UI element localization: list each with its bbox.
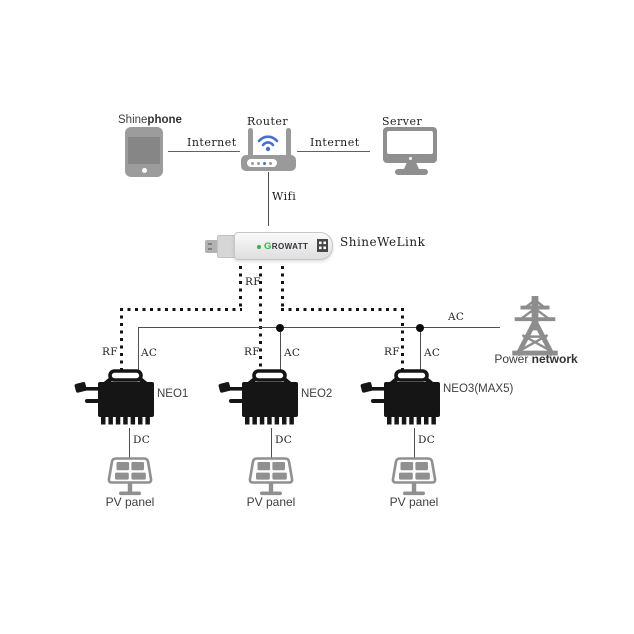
ac-link-line: [138, 327, 140, 371]
rf-link-line: [281, 266, 284, 309]
internet-label-left: Internet: [187, 136, 237, 149]
dc-label-neo3: DC: [418, 434, 436, 446]
dc-link-line: [129, 428, 131, 458]
rf-link-line: [281, 308, 404, 311]
phone-label: Shinephone: [118, 114, 182, 126]
usb-connector-icon: [205, 240, 219, 253]
ac-bus-line: [138, 327, 500, 329]
rf-link-line: [120, 308, 123, 371]
rf-label-neo2: RF: [244, 346, 260, 358]
server-monitor-icon: [383, 127, 437, 163]
qr-code-icon: [317, 239, 328, 252]
dc-link-line: [271, 428, 273, 458]
power-tower-icon: [512, 296, 558, 356]
ac-junction-dot: [416, 323, 424, 332]
pv-panel-icon: [248, 457, 294, 496]
pv-panel-icon: [391, 457, 437, 496]
ac-label-neo1: AC: [141, 347, 158, 359]
rf-link-line: [401, 308, 404, 371]
power-network-label: Power network: [494, 352, 578, 366]
smartphone-icon: [125, 127, 163, 177]
router-antenna-right-icon: [286, 128, 291, 157]
server-label: Server: [382, 115, 423, 128]
ac-junction-dot: [276, 323, 284, 332]
phone-screen: [128, 137, 160, 164]
ac-label-neo3: AC: [424, 347, 441, 359]
server-stand-base: [395, 169, 428, 175]
microinverter-neo3-icon: [360, 369, 440, 425]
rf-label-neo1: RF: [102, 346, 118, 358]
ac-label-neo2: AC: [284, 347, 301, 359]
pv-panel-label: PV panel: [105, 495, 155, 509]
shinewelink-label: ShineWeLink: [340, 235, 426, 249]
dc-label-neo1: DC: [133, 434, 151, 446]
pv-panel-label: PV panel: [389, 495, 439, 509]
rf-link-line: [259, 266, 262, 371]
pv-panel-label: PV panel: [246, 495, 296, 509]
growatt-logo: GROWATT: [264, 241, 309, 252]
internet-label-right: Internet: [310, 136, 360, 149]
internet-link-line-right: [297, 151, 370, 153]
pv-panel-icon: [107, 457, 153, 496]
microinverter-neo1-icon: [74, 369, 154, 425]
server-screen: [387, 131, 433, 154]
rf-link-line: [239, 266, 242, 311]
microinverter-neo2-icon: [218, 369, 298, 425]
dc-label-neo2: DC: [275, 434, 293, 446]
ac-trunk-label: AC: [448, 311, 465, 323]
shinewelink-datalogger-icon: GROWATT: [234, 232, 333, 260]
inverter-label-neo1: NEO1: [157, 388, 189, 400]
dc-link-line: [414, 428, 416, 458]
inverter-label-neo2: NEO2: [301, 388, 333, 400]
ac-link-line: [280, 327, 282, 371]
router-label: Router: [247, 115, 289, 128]
wifi-signal-icon: [257, 135, 279, 152]
router-antenna-left-icon: [248, 128, 253, 157]
server-stand-neck: [404, 163, 419, 169]
router-icon: [241, 155, 296, 171]
inverter-label-neo3: NEO3(MAX5): [443, 383, 514, 395]
wifi-label: Wifi: [272, 190, 297, 203]
rf-label-neo3: RF: [384, 346, 400, 358]
rf-link-line: [120, 308, 242, 311]
wifi-link-line: [267, 172, 269, 226]
server-power-led: [408, 156, 412, 160]
ac-link-line: [420, 327, 422, 371]
router-led-panel: [247, 159, 277, 167]
status-led-icon: [257, 245, 261, 249]
internet-link-line-left: [168, 151, 240, 153]
rf-trunk-label: RF: [245, 276, 261, 288]
phone-home-button-icon: [141, 168, 147, 173]
